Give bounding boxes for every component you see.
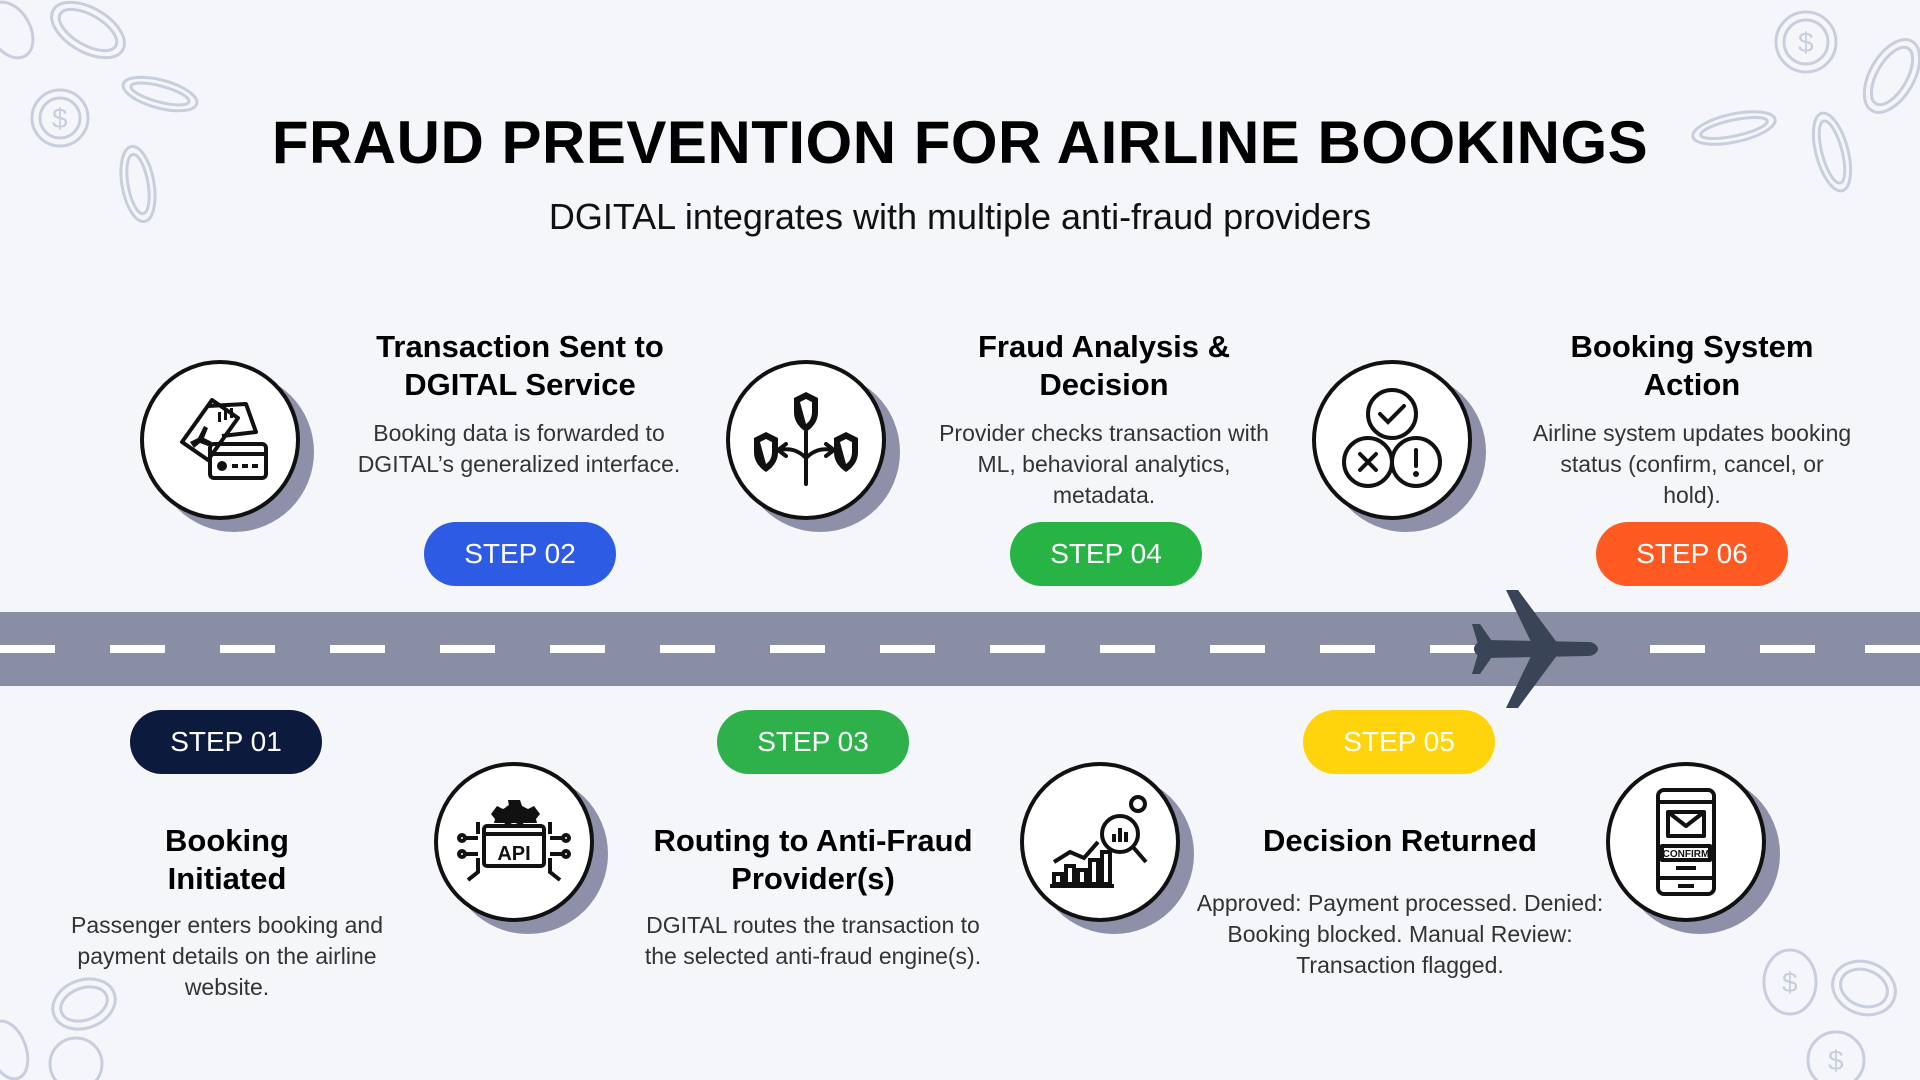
coin-icon: $ — [1806, 1030, 1866, 1080]
shield-branch-icon — [754, 392, 858, 486]
coin-icon: $ — [30, 88, 90, 148]
coin-icon — [48, 1036, 104, 1080]
step-05-title: Decision Returned — [1263, 823, 1537, 858]
step-04-title: Fraud Analysis & Decision — [977, 329, 1231, 402]
page-subtitle: DGITAL integrates with multiple anti-fra… — [548, 196, 1372, 237]
coin-icon: $ — [1774, 10, 1838, 74]
page-title: FRAUD PREVENTION FOR AIRLINE BOOKINGS — [271, 109, 1649, 176]
runway-strip — [0, 612, 1920, 686]
step-05-icon-badge: CONFIRM — [1606, 762, 1796, 952]
step-02-description: Booking data is forwarded to DGITAL’s ge… — [357, 420, 681, 477]
step-05-badge: STEP 05 — [1303, 710, 1495, 774]
step-06-title: Booking System Action — [1570, 329, 1814, 402]
step-02-title: Transaction Sent to DGITAL Service — [376, 329, 664, 402]
svg-text:$: $ — [1798, 27, 1814, 58]
step-06-icon-badge — [1312, 360, 1502, 550]
check-x-alert-icon — [1342, 388, 1442, 488]
svg-text:API: API — [497, 843, 530, 865]
step-02-icon-badge — [140, 360, 330, 550]
step-04-icon-badge — [726, 360, 916, 550]
coin-icon — [0, 1019, 30, 1080]
coin-icon — [119, 144, 157, 224]
svg-text:CONFIRM: CONFIRM — [1663, 849, 1710, 860]
step-04-badge: STEP 04 — [1010, 522, 1202, 586]
airplane-icon — [1472, 590, 1598, 708]
coin-icon — [50, 0, 126, 60]
coin-icon — [121, 75, 199, 113]
step-01-title: Booking Initiated — [165, 823, 289, 896]
step-03-description: DGITAL routes the transaction to the sel… — [644, 912, 982, 969]
coin-icon — [51, 977, 117, 1031]
step-03-icon-badge — [1020, 762, 1210, 952]
step-06-badge: STEP 06 — [1596, 522, 1788, 586]
analytics-magnifier-icon — [1050, 795, 1148, 888]
step-03-badge: STEP 03 — [717, 710, 909, 774]
coin-icon — [1811, 111, 1853, 193]
coin-icon — [0, 0, 35, 60]
step-05-description: Approved: Payment processed. Denied: Boo… — [1196, 890, 1604, 978]
coin-icon — [1831, 959, 1897, 1017]
svg-text:$: $ — [52, 103, 68, 134]
step-01-icon-badge: API — [434, 762, 624, 952]
step-03-title: Routing to Anti-Fraud Provider(s) — [653, 823, 973, 896]
svg-text:$: $ — [1828, 1045, 1844, 1076]
step-01-badge: STEP 01 — [130, 710, 322, 774]
step-04-description: Provider checks transaction with ML, beh… — [939, 420, 1269, 508]
step-02-badge: STEP 02 — [424, 522, 616, 586]
runway-timeline — [0, 612, 1920, 686]
ticket-card-icon — [180, 398, 268, 480]
svg-text:$: $ — [1782, 967, 1798, 998]
coin-icon — [1691, 110, 1777, 146]
step-01-description: Passenger enters booking and payment det… — [71, 912, 383, 1000]
api-gear-icon: API — [457, 800, 571, 882]
confirm-phone-icon: CONFIRM — [1656, 788, 1716, 896]
step-06-description: Airline system updates booking status (c… — [1532, 420, 1852, 508]
coin-icon: $ — [1762, 948, 1818, 1016]
